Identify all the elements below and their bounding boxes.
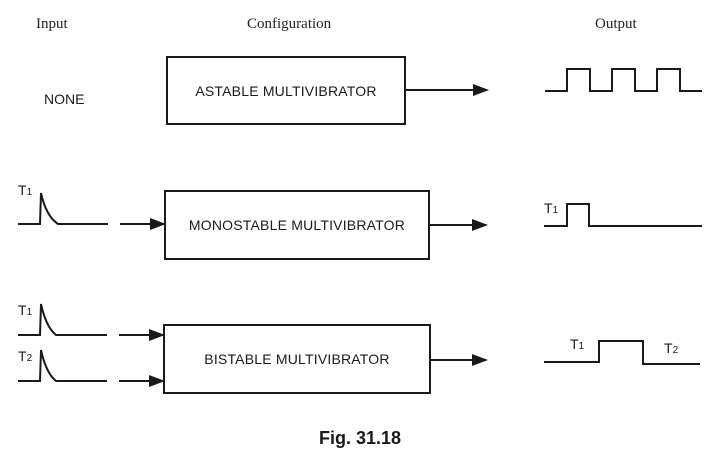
configuration-column-header: Configuration: [247, 16, 332, 32]
bistable-multivibrator-block: BISTABLE MULTIVIBRATOR: [163, 324, 431, 394]
monostable-multivibrator-block: MONOSTABLE MULTIVIBRATOR: [164, 190, 430, 260]
bistable-input-t1-pulse: [18, 303, 107, 336]
mono-output-trigger-label: T1: [544, 200, 559, 216]
mono-output-pulse: [544, 203, 702, 227]
bistable-block-label: BISTABLE MULTIVIBRATOR: [204, 351, 390, 367]
mono-input-trigger-label: T1: [18, 182, 33, 198]
monostable-block-label: MONOSTABLE MULTIVIBRATOR: [188, 217, 406, 233]
astable-multivibrator-block: ASTABLE MULTIVIBRATOR: [166, 56, 406, 125]
astable-block-label: ASTABLE MULTIVIBRATOR: [195, 82, 377, 99]
bistable-input-t1-label: T1: [18, 302, 33, 318]
bistable-input-t2-label: T2: [18, 348, 33, 364]
mono-input-trigger-pulse: [18, 192, 108, 225]
bistable-output-t2-label: T2: [664, 340, 679, 356]
astable-square-wave: [545, 68, 702, 92]
bistable-output-t1-label: T1: [570, 336, 585, 352]
bistable-input-t2-pulse: [18, 349, 107, 382]
figure-caption: Fig. 31.18: [318, 428, 402, 448]
bistable-output-level: [544, 340, 700, 365]
input-column-header: Input: [36, 16, 68, 32]
output-column-header: Output: [595, 16, 637, 32]
astable-input-none-label: NONE: [44, 91, 85, 107]
